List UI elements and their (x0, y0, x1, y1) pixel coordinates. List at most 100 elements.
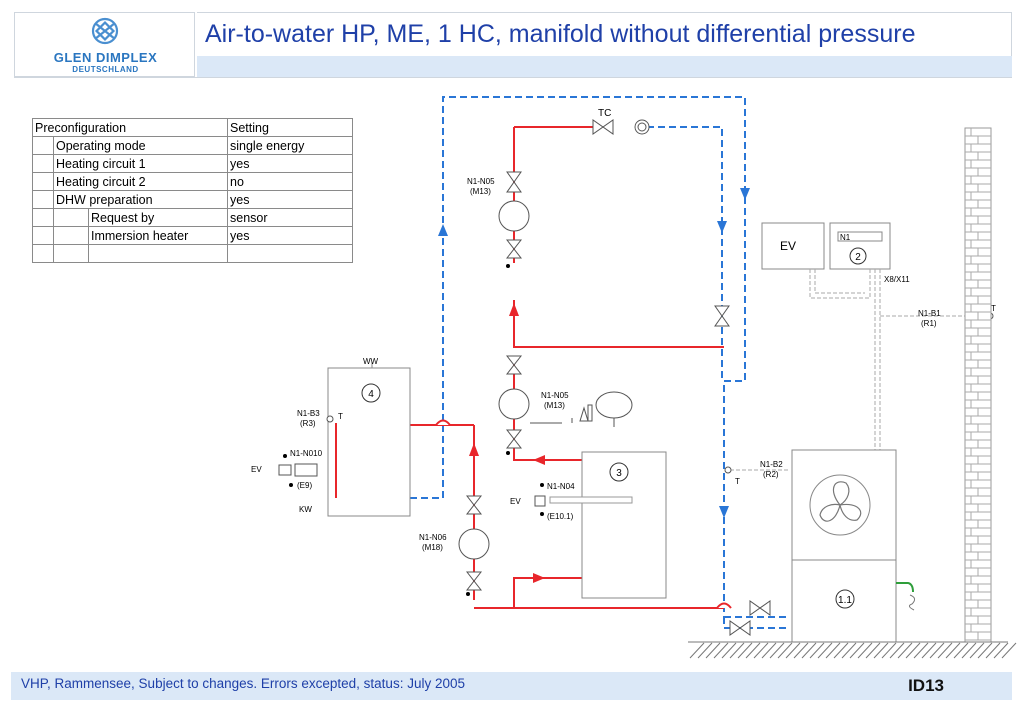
table-row: Heating circuit 2 no (32, 172, 353, 191)
table-row: Operating mode single energy (32, 136, 353, 155)
return-sensor-icon (724, 466, 732, 474)
fan-blades-icon (819, 481, 862, 522)
row-value: single energy (227, 136, 353, 155)
controller-display (837, 231, 883, 242)
valve-icon (729, 620, 751, 636)
row-value: yes (227, 154, 353, 173)
valve-icon (505, 429, 523, 449)
buffer-tank-number: 3 (616, 468, 622, 479)
n010-ev: EV (251, 465, 262, 474)
valve-icon (714, 305, 730, 327)
arrow-up-icon (509, 303, 519, 316)
valve-icon (506, 171, 522, 193)
ww-label: WW (363, 357, 379, 366)
n010-id: N1-N010 (290, 449, 323, 458)
brick-wall (964, 127, 992, 643)
b3-sub: (R3) (300, 419, 316, 428)
pump-top-sub: (M13) (470, 187, 491, 196)
valve-icon (465, 571, 483, 591)
valve-icon (749, 600, 771, 616)
b2-sub: (R2) (763, 470, 779, 479)
pump-icon (498, 388, 530, 420)
arrow-down-icon (740, 188, 750, 200)
tc-label: TC (598, 108, 611, 119)
table-header-setting: Setting (227, 118, 353, 137)
row-label: DHW preparation (53, 190, 228, 209)
b1-t: T (991, 304, 996, 313)
controller-number: 2 (855, 252, 861, 263)
valve-icon (505, 239, 523, 259)
arrow-right-icon (533, 573, 545, 583)
crossover-icon (435, 419, 451, 426)
logo-name: GLEN DIMPLEX (53, 50, 158, 65)
ev-cabinet (761, 222, 825, 270)
valve-icon (505, 355, 523, 375)
n010-sub: (E9) (297, 481, 312, 490)
preconfiguration-table: Preconfiguration Setting Operating mode … (32, 118, 353, 263)
return-lines (410, 96, 790, 629)
table-row: Request by sensor (32, 208, 353, 227)
valves (465, 119, 771, 636)
immersion-heater-icon (549, 496, 633, 504)
b2-id: N1-B2 (760, 460, 783, 469)
b1-id: N1-B1 (918, 309, 941, 318)
arrow-up-icon (469, 443, 479, 456)
tc-valve-icon (592, 119, 614, 135)
tc-actuator-icon (634, 119, 650, 135)
heat-pump-number: 1.1 (838, 595, 852, 606)
row-value: yes (227, 226, 353, 245)
row-value: no (227, 172, 353, 191)
arrow-down-icon (717, 221, 727, 233)
company-logo: GLEN DIMPLEX DEUTSCHLAND (14, 12, 195, 77)
n04-ev: EV (510, 497, 521, 506)
pump-icon (498, 200, 530, 232)
controller-label: N1 (840, 233, 851, 242)
x8-label: X8/X11 (884, 275, 910, 284)
dhw-tank-number-badge (361, 383, 381, 403)
n04-id: N1-N04 (547, 482, 575, 491)
logo-emblem-icon (91, 17, 119, 45)
buffer-tank-number-badge (609, 462, 629, 482)
table-row-empty (32, 244, 353, 263)
controller-number-badge (849, 247, 867, 265)
header-divider (14, 77, 1012, 78)
arrow-up-icon (438, 224, 448, 236)
control-wiring (730, 269, 988, 471)
kw-label: KW (299, 505, 312, 514)
ev-label: EV (780, 239, 796, 253)
pump-icon (458, 528, 490, 560)
page-title: Air-to-water HP, ME, 1 HC, manifold with… (197, 12, 1012, 56)
b2-t: T (735, 477, 740, 486)
pump-mid-id: N1-N05 (541, 391, 569, 400)
dhw-tank-number: 4 (368, 389, 374, 400)
crossover-icon (716, 602, 732, 609)
row-label: Heating circuit 2 (53, 172, 228, 191)
sensor-b3-icon (326, 415, 334, 423)
pump-mid-sub: (M13) (544, 401, 565, 410)
return-arrows (438, 188, 750, 518)
ground-line (688, 641, 1017, 659)
pump-top-id: N1-N05 (467, 177, 495, 186)
arrow-left-icon (533, 455, 545, 465)
b3-t: T (338, 412, 343, 421)
logo-subname: DEUTSCHLAND (72, 65, 139, 74)
dhw-heater-icon (294, 463, 318, 477)
condensate-drain-icon (896, 582, 914, 593)
valve-icon (465, 495, 483, 515)
table-header-row: Preconfiguration Setting (32, 118, 353, 137)
footer-text: VHP, Rammensee, Subject to changes. Erro… (21, 676, 465, 691)
pumps (458, 200, 530, 560)
pump-bottom-sub: (M18) (422, 543, 443, 552)
b1-sub: (R1) (921, 319, 937, 328)
heat-pump-number-badge (835, 589, 855, 609)
row-label: Request by (88, 208, 228, 227)
slide-id: ID13 (908, 676, 944, 695)
footer-band: VHP, Rammensee, Subject to changes. Erro… (11, 672, 1012, 700)
pump-bottom-id: N1-N06 (419, 533, 447, 542)
header-band (197, 56, 1012, 77)
expansion-vessel-icon (530, 391, 633, 427)
supply-arrows (469, 303, 545, 583)
b3-id: N1-B3 (297, 409, 320, 418)
arrow-down-icon (719, 506, 729, 518)
